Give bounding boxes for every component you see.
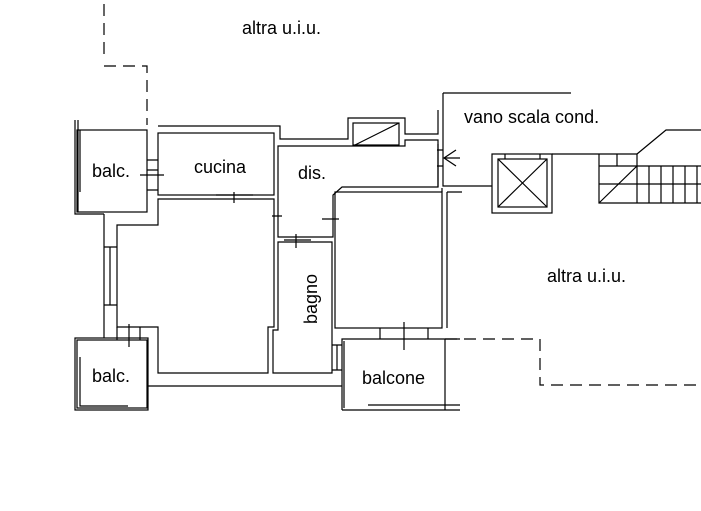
boundary-dashed-lines (103, 4, 701, 386)
staircase (552, 153, 701, 204)
label-hallway: dis. (298, 163, 327, 183)
label-other-unit-right: altra u.i.u. (547, 266, 627, 286)
walls (74, 110, 462, 411)
label-balcony-bottom: balc. (92, 366, 131, 386)
door-swing-ticks (128, 174, 405, 350)
label-balcony-top: balc. (92, 161, 131, 181)
label-bathroom: bagno (301, 273, 322, 325)
stairwell (437, 92, 701, 214)
entrance-arrow-icon (442, 149, 460, 167)
elevator-shaft (491, 153, 553, 214)
label-other-unit-top: altra u.i.u. (242, 18, 322, 38)
label-kitchen: cucina (194, 157, 247, 177)
label-stairwell: vano scala cond. (464, 107, 600, 127)
label-balcony-large: balcone (362, 368, 426, 388)
